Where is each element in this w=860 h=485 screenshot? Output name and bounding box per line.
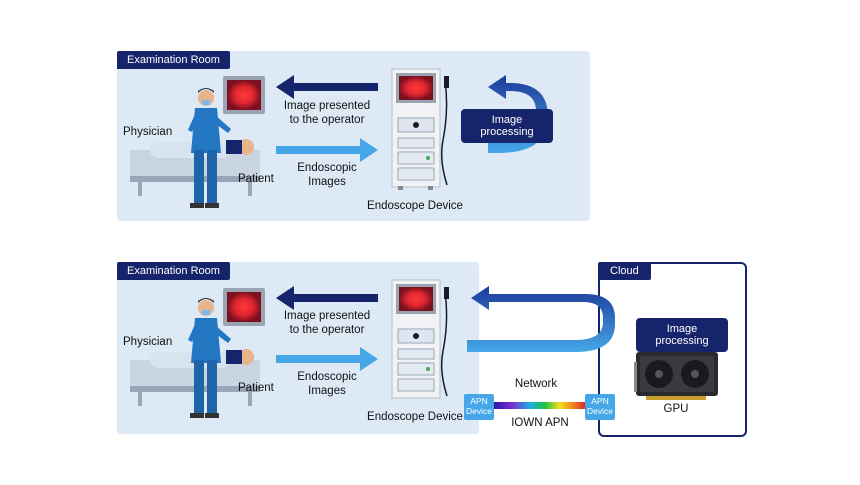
cloud-loop-arrow	[467, 286, 615, 352]
endoscope-device-label-bottom: Endoscope Device	[367, 411, 463, 423]
endoscopic-images-label-bottom: Endoscopic Images	[297, 371, 357, 397]
apn-device-left: APN Device	[464, 394, 494, 420]
arrow-right-bottom	[276, 347, 378, 371]
endoscope-device-label-top: Endoscope Device	[367, 200, 463, 212]
iown-apn-label: IOWN APN	[511, 417, 569, 429]
physician-label-bottom: Physician	[123, 336, 173, 348]
image-presented-label-top: Image presented to the operator	[283, 100, 371, 126]
arrow-left-top	[276, 75, 378, 99]
image-processing-badge-bottom: Image processing	[636, 318, 728, 352]
cloud-label: Cloud	[598, 262, 651, 280]
monitor-icon-bottom	[223, 288, 265, 326]
gpu-label: GPU	[663, 403, 689, 415]
arrow-right-top	[276, 138, 378, 162]
gpu-icon	[634, 352, 718, 400]
physician-label-top: Physician	[123, 126, 173, 138]
examination-room-label-bottom: Examination Room	[117, 262, 230, 280]
physician-icon-bottom	[188, 298, 231, 418]
endoscope-device-icon-top	[391, 68, 449, 190]
examination-room-label-top: Examination Room	[117, 51, 230, 69]
image-presented-label-bottom: Image presented to the operator	[283, 310, 371, 336]
monitor-icon-top	[223, 76, 265, 114]
patient-label-bottom: Patient	[238, 382, 274, 394]
endoscope-device-icon-bottom	[391, 279, 449, 399]
top-scene	[130, 68, 548, 208]
iown-apn-line	[492, 402, 588, 409]
endoscopic-images-label-top: Endoscopic Images	[297, 162, 357, 188]
patient-label-top: Patient	[238, 173, 274, 185]
apn-device-right: APN Device	[585, 394, 615, 420]
network-label: Network	[514, 378, 558, 390]
image-processing-badge-top: Image processing	[461, 109, 553, 143]
physician-icon-top	[188, 88, 231, 208]
arrow-left-bottom	[276, 286, 378, 310]
bottom-scene	[130, 279, 718, 418]
